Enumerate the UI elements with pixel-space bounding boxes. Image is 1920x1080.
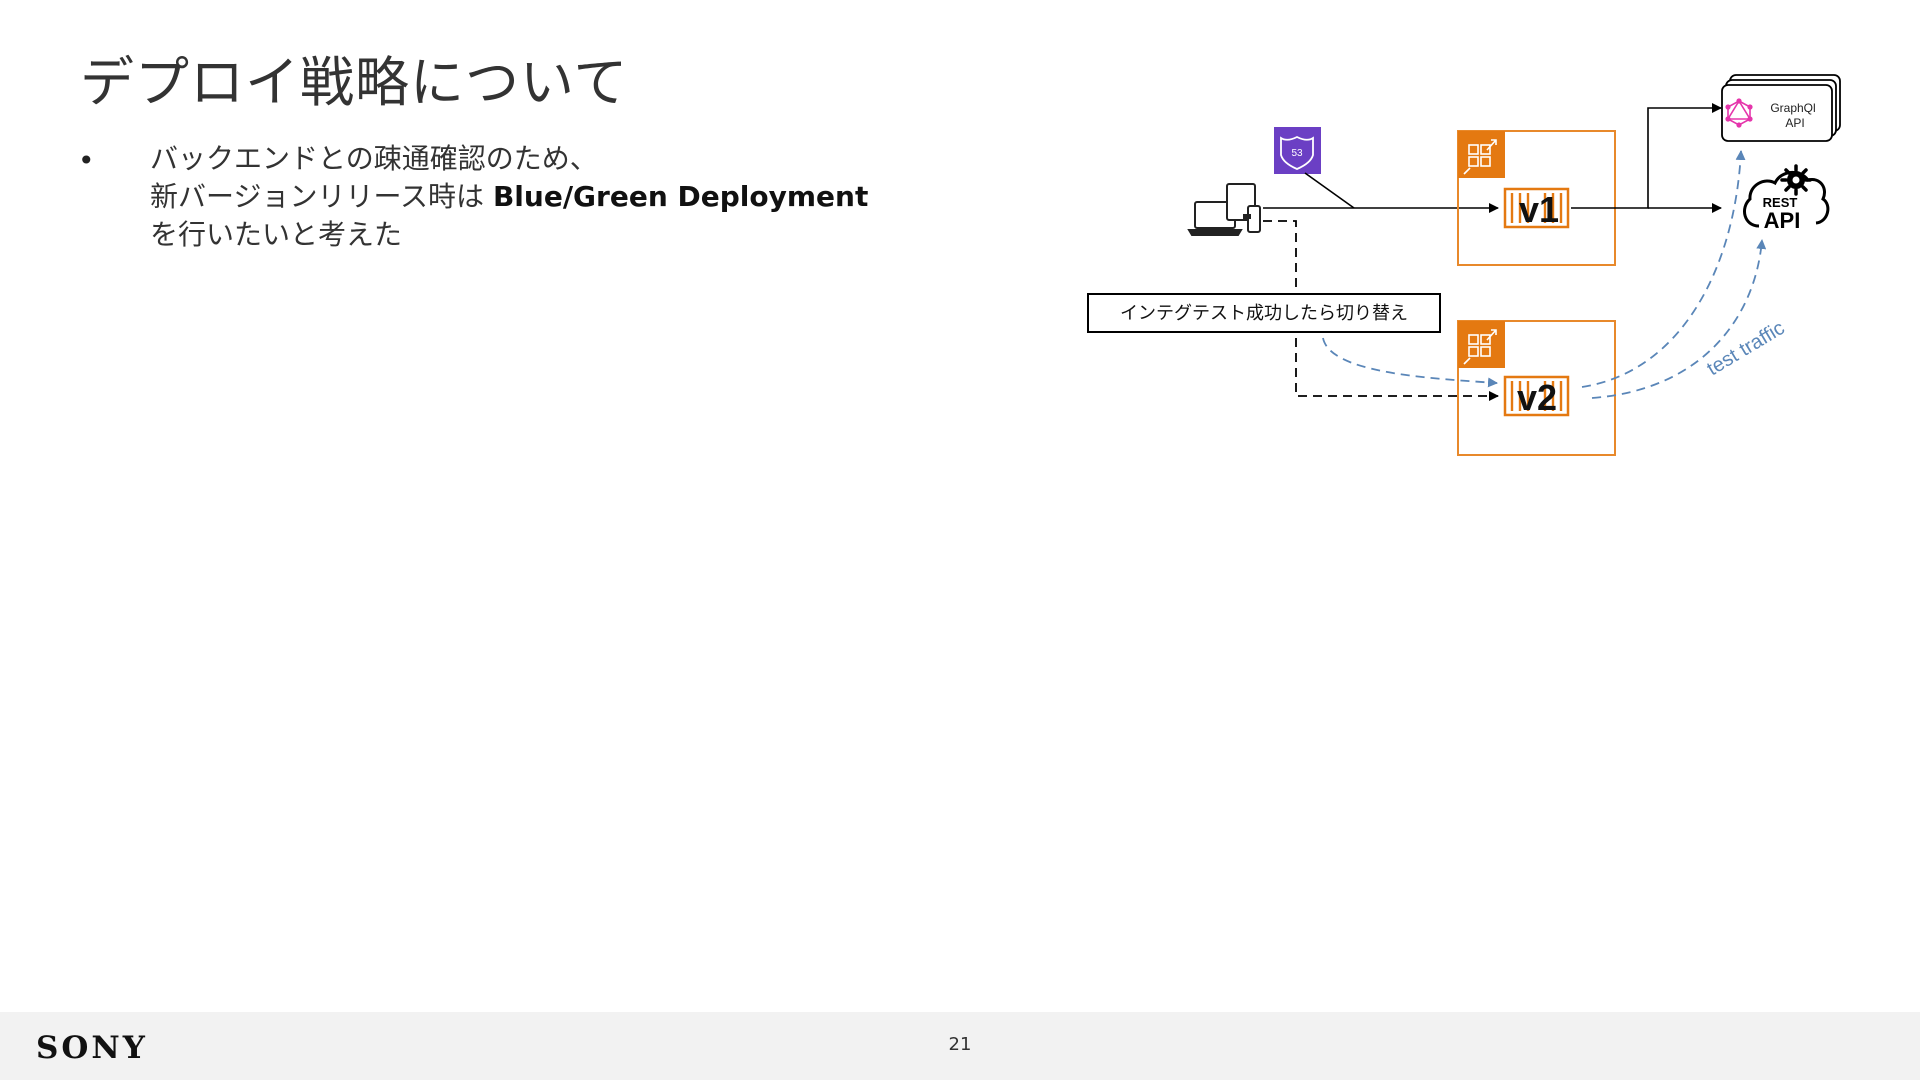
route53-connector — [1304, 172, 1355, 209]
page-number: 21 — [948, 1034, 972, 1055]
bullet-line-2-bold: Blue/Green Deployment — [492, 180, 869, 213]
v2-service-group: v2 — [1457, 320, 1616, 456]
bullet-line-2: 新バージョンリリース時は Blue/Green Deployment — [150, 178, 1050, 216]
rest-label-line1: REST — [1763, 195, 1798, 210]
slide-title: デプロイ戦略について — [80, 51, 629, 114]
bullet-line-2-text: 新バージョンリリース時は — [150, 180, 493, 213]
v2-to-graphql-test-arrow — [1581, 150, 1746, 388]
switch-blue-arrow — [1322, 337, 1498, 388]
v1-service-group: v1 — [1457, 130, 1616, 266]
switch-condition-label: インテグテスト成功したら切り替え — [1120, 303, 1408, 324]
route53-label: 53 — [1291, 148, 1303, 159]
graphql-api-icon: GraphQl API — [1721, 74, 1841, 142]
switch-condition-box: インテグテスト成功したら切り替え — [1087, 293, 1441, 333]
slide-footer: SONY 21 — [0, 1012, 1920, 1080]
v2-to-rest-test-arrow — [1591, 239, 1767, 399]
rest-label-line2: API — [1764, 208, 1801, 233]
v1-to-graphql-arrow — [1571, 103, 1722, 209]
v1-container-icon — [1503, 187, 1570, 229]
route53-icon: 53 — [1274, 127, 1321, 174]
bullet-line-1: バックエンドとの疎通確認のため、 — [150, 142, 598, 175]
graphql-label-line1: GraphQl — [1770, 101, 1815, 115]
v2-container-icon — [1503, 375, 1570, 417]
graphql-label-line2: API — [1785, 116, 1804, 130]
bullet-line-3: を行いたいと考えた — [150, 218, 403, 251]
test-traffic-label: test traffic — [1703, 317, 1788, 380]
client-devices-icon — [1187, 183, 1261, 236]
bullet-marker: • — [78, 144, 95, 177]
v2-label: v2 — [1517, 377, 1557, 418]
rest-api-icon: REST API — [1743, 164, 1830, 233]
sony-logo: SONY — [36, 1030, 148, 1066]
blue-green-diagram: 53 インテグテスト成功したら切り替え v1 — [1087, 74, 1841, 456]
v1-label: v1 — [1519, 189, 1559, 230]
bullet-item: バックエンドとの疎通確認のため、 新バージョンリリース時は Blue/Green… — [150, 140, 1050, 254]
